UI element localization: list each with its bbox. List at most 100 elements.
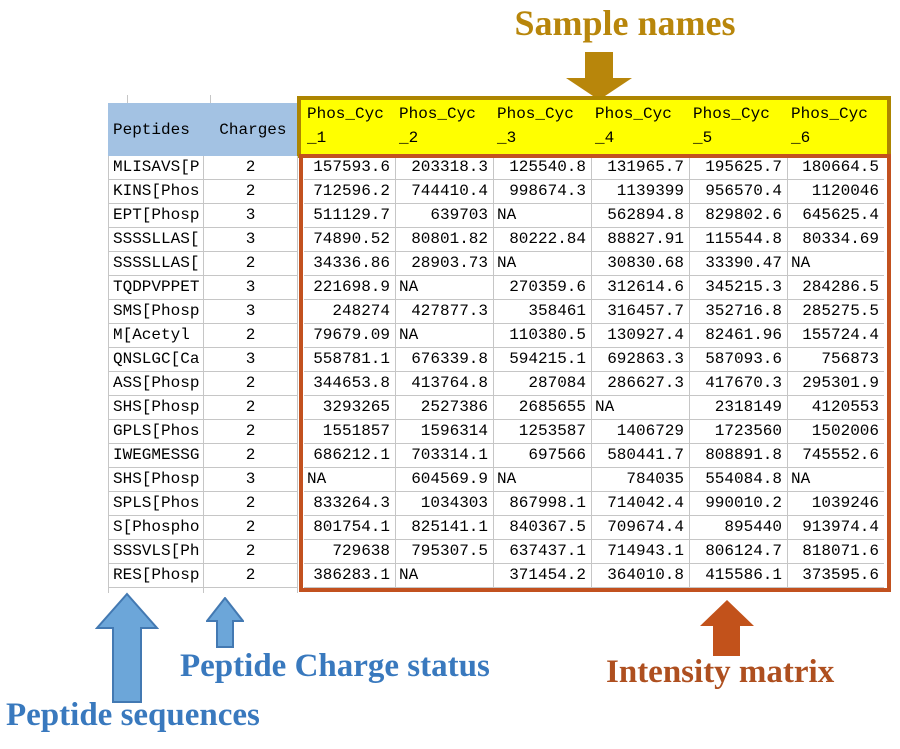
- intensity-value-cell[interactable]: 511129.7: [304, 204, 396, 228]
- peptide-cell[interactable]: KINS[Phos: [109, 180, 204, 204]
- intensity-value-cell[interactable]: 415586.1: [690, 564, 788, 588]
- intensity-value-cell[interactable]: 80801.82: [396, 228, 494, 252]
- intensity-value-cell[interactable]: 558781.1: [304, 348, 396, 372]
- intensity-value-cell[interactable]: 745552.6: [788, 444, 884, 468]
- intensity-value-cell[interactable]: NA: [788, 468, 884, 492]
- peptide-cell[interactable]: SPLS[Phos: [109, 492, 204, 516]
- charge-cell[interactable]: 2: [204, 324, 298, 348]
- intensity-value-cell[interactable]: NA: [396, 324, 494, 348]
- intensity-value-cell[interactable]: 28903.73: [396, 252, 494, 276]
- intensity-value-cell[interactable]: 729638: [304, 540, 396, 564]
- intensity-value-cell[interactable]: 358461: [494, 300, 592, 324]
- charge-cell[interactable]: 3: [204, 468, 298, 492]
- intensity-value-cell[interactable]: 131965.7: [592, 156, 690, 180]
- intensity-value-cell[interactable]: 580441.7: [592, 444, 690, 468]
- intensity-value-cell[interactable]: 130927.4: [592, 324, 690, 348]
- intensity-value-cell[interactable]: 562894.8: [592, 204, 690, 228]
- intensity-value-cell[interactable]: 1034303: [396, 492, 494, 516]
- intensity-value-cell[interactable]: 709674.4: [592, 516, 690, 540]
- intensity-value-cell[interactable]: 1120046: [788, 180, 884, 204]
- sample-header-cell[interactable]: Phos_Cyc_3: [493, 102, 591, 150]
- intensity-value-cell[interactable]: 364010.8: [592, 564, 690, 588]
- intensity-value-cell[interactable]: 248274: [304, 300, 396, 324]
- intensity-value-cell[interactable]: 840367.5: [494, 516, 592, 540]
- peptide-cell[interactable]: MLISAVS[P: [109, 156, 204, 180]
- intensity-value-cell[interactable]: 714042.4: [592, 492, 690, 516]
- intensity-value-cell[interactable]: 714943.1: [592, 540, 690, 564]
- intensity-value-cell[interactable]: 703314.1: [396, 444, 494, 468]
- intensity-value-cell[interactable]: 604569.9: [396, 468, 494, 492]
- sample-header-cell[interactable]: Phos_Cyc_1: [303, 102, 395, 150]
- intensity-value-cell[interactable]: 594215.1: [494, 348, 592, 372]
- charge-cell[interactable]: 2: [204, 420, 298, 444]
- peptide-cell[interactable]: SHS[Phosp: [109, 396, 204, 420]
- charges-column-header[interactable]: Charges: [219, 120, 287, 139]
- intensity-value-cell[interactable]: 895440: [690, 516, 788, 540]
- intensity-value-cell[interactable]: 833264.3: [304, 492, 396, 516]
- intensity-value-cell[interactable]: 3293265: [304, 396, 396, 420]
- peptides-column-header[interactable]: Peptides: [113, 120, 190, 139]
- intensity-value-cell[interactable]: 637437.1: [494, 540, 592, 564]
- charge-cell[interactable]: 2: [204, 396, 298, 420]
- peptide-cell[interactable]: M[Acetyl: [109, 324, 204, 348]
- intensity-value-cell[interactable]: 30830.68: [592, 252, 690, 276]
- intensity-value-cell[interactable]: 413764.8: [396, 372, 494, 396]
- intensity-value-cell[interactable]: 4120553: [788, 396, 884, 420]
- intensity-value-cell[interactable]: 808891.8: [690, 444, 788, 468]
- intensity-value-cell[interactable]: 115544.8: [690, 228, 788, 252]
- sample-header-cell[interactable]: Phos_Cyc_6: [787, 102, 883, 150]
- intensity-value-cell[interactable]: 795307.5: [396, 540, 494, 564]
- sample-header-cell[interactable]: Phos_Cyc_4: [591, 102, 689, 150]
- intensity-value-cell[interactable]: 110380.5: [494, 324, 592, 348]
- intensity-value-cell[interactable]: 744410.4: [396, 180, 494, 204]
- intensity-value-cell[interactable]: NA: [494, 204, 592, 228]
- charge-cell[interactable]: 2: [204, 156, 298, 180]
- intensity-value-cell[interactable]: 345215.3: [690, 276, 788, 300]
- intensity-value-cell[interactable]: 155724.4: [788, 324, 884, 348]
- intensity-value-cell[interactable]: 312614.6: [592, 276, 690, 300]
- charge-cell[interactable]: 2: [204, 372, 298, 396]
- intensity-value-cell[interactable]: 285275.5: [788, 300, 884, 324]
- sample-header-cell[interactable]: Phos_Cyc_2: [395, 102, 493, 150]
- intensity-value-cell[interactable]: 386283.1: [304, 564, 396, 588]
- charge-cell[interactable]: 2: [204, 564, 298, 588]
- intensity-value-cell[interactable]: 801754.1: [304, 516, 396, 540]
- intensity-value-cell[interactable]: 287084: [494, 372, 592, 396]
- intensity-value-cell[interactable]: 697566: [494, 444, 592, 468]
- intensity-value-cell[interactable]: 676339.8: [396, 348, 494, 372]
- intensity-value-cell[interactable]: 2685655: [494, 396, 592, 420]
- charge-cell[interactable]: 3: [204, 300, 298, 324]
- intensity-value-cell[interactable]: 125540.8: [494, 156, 592, 180]
- intensity-value-cell[interactable]: 82461.96: [690, 324, 788, 348]
- peptide-cell[interactable]: SSSVLS[Ph: [109, 540, 204, 564]
- intensity-value-cell[interactable]: 371454.2: [494, 564, 592, 588]
- intensity-value-cell[interactable]: 806124.7: [690, 540, 788, 564]
- intensity-value-cell[interactable]: 2527386: [396, 396, 494, 420]
- intensity-value-cell[interactable]: 756873: [788, 348, 884, 372]
- intensity-value-cell[interactable]: NA: [592, 396, 690, 420]
- peptide-cell[interactable]: SSSSLLAS[: [109, 252, 204, 276]
- charge-cell[interactable]: 2: [204, 180, 298, 204]
- intensity-value-cell[interactable]: 1406729: [592, 420, 690, 444]
- intensity-value-cell[interactable]: 33390.47: [690, 252, 788, 276]
- intensity-value-cell[interactable]: 645625.4: [788, 204, 884, 228]
- intensity-value-cell[interactable]: 417670.3: [690, 372, 788, 396]
- intensity-value-cell[interactable]: 2318149: [690, 396, 788, 420]
- intensity-value-cell[interactable]: 818071.6: [788, 540, 884, 564]
- intensity-value-cell[interactable]: 1253587: [494, 420, 592, 444]
- intensity-value-cell[interactable]: 352716.8: [690, 300, 788, 324]
- peptide-cell[interactable]: GPLS[Phos: [109, 420, 204, 444]
- intensity-value-cell[interactable]: 316457.7: [592, 300, 690, 324]
- intensity-value-cell[interactable]: 80222.84: [494, 228, 592, 252]
- intensity-value-cell[interactable]: 554084.8: [690, 468, 788, 492]
- intensity-value-cell[interactable]: 1502006: [788, 420, 884, 444]
- intensity-value-cell[interactable]: 692863.3: [592, 348, 690, 372]
- intensity-value-cell[interactable]: 373595.6: [788, 564, 884, 588]
- intensity-value-cell[interactable]: 990010.2: [690, 492, 788, 516]
- peptide-cell[interactable]: SHS[Phosp: [109, 468, 204, 492]
- peptide-cell[interactable]: QNSLGC[Ca: [109, 348, 204, 372]
- peptide-cell[interactable]: IWEGMESSG: [109, 444, 204, 468]
- intensity-value-cell[interactable]: 221698.9: [304, 276, 396, 300]
- intensity-value-cell[interactable]: 956570.4: [690, 180, 788, 204]
- intensity-value-cell[interactable]: 587093.6: [690, 348, 788, 372]
